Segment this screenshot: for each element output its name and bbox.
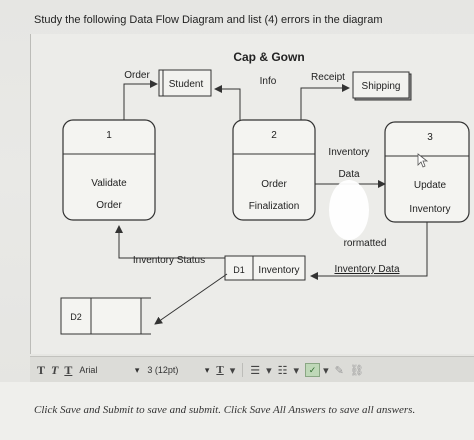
flow-receipt-line — [300, 84, 350, 120]
footer-instructions: Click Save and Submit to save and submit… — [34, 404, 416, 416]
font-size-value: 3 (12pt) — [147, 365, 179, 375]
font-size-select[interactable]: 3 (12pt) ▾ — [143, 362, 213, 378]
text-color-button[interactable]: T — [216, 364, 224, 376]
process-2-line1: Order — [261, 179, 287, 190]
process-1-box — [62, 119, 156, 221]
process-2-box — [232, 119, 316, 221]
process-1-line2: Order — [96, 200, 122, 211]
flow-info-line — [214, 85, 241, 120]
student-entity-box — [158, 69, 212, 97]
flow-inventory-status-label: Inventory Status — [133, 255, 205, 266]
flow-inventory-data-line — [310, 222, 428, 280]
question-prompt: Study the following Data Flow Diagram an… — [34, 14, 383, 26]
bold-button[interactable]: T — [37, 362, 46, 377]
toolbar-divider — [242, 363, 244, 377]
flow-inventory-status-line — [115, 225, 225, 259]
diagram-title: Cap & Gown — [233, 50, 304, 64]
flow-order-label: Order — [124, 70, 150, 81]
process-1-number: 1 — [106, 130, 112, 141]
student-entity-label: Student — [169, 79, 204, 90]
italic-button[interactable]: T — [51, 362, 59, 377]
bullet-list-icon[interactable]: ☰ — [250, 364, 261, 377]
glare-overlay — [329, 180, 369, 240]
editor-toolbar: T T T Arial ▾ 3 (12pt) ▾ T ▾ ☰ ▾ ☷ ▾ ✓ ▾… — [30, 356, 474, 384]
flow-inventory-data-upper-label-2: Data — [338, 169, 360, 180]
chevron-down-icon[interactable]: ▾ — [323, 364, 329, 377]
process-3-line2: Inventory — [409, 204, 450, 215]
process-3-line1: Update — [414, 180, 447, 191]
chevron-down-icon[interactable]: ▾ — [229, 364, 236, 377]
data-flow-diagram: Cap & Gown Student Shipping Order Info R… — [60, 50, 470, 335]
shipping-entity-box — [352, 71, 410, 99]
flow-order-line — [123, 80, 158, 120]
font-family-select[interactable]: Arial ▾ — [75, 362, 143, 378]
underline-button[interactable]: T — [64, 362, 73, 377]
chevron-down-icon[interactable]: ▾ — [293, 364, 300, 377]
spellcheck-icon[interactable]: ✓ — [305, 363, 321, 377]
store-d1-id: D1 — [233, 265, 245, 275]
chevron-down-icon: ▾ — [134, 364, 140, 375]
flow-formatted-label: rormatted — [344, 238, 387, 249]
store-d1-box — [224, 255, 306, 281]
footer: Click Save and Submit to save and submit… — [0, 382, 474, 440]
store-d1-name: Inventory — [258, 265, 299, 276]
shipping-entity-label: Shipping — [362, 81, 401, 92]
flow-receipt-label: Receipt — [311, 72, 345, 83]
flow-inventory-data-upper-label-1: Inventory — [328, 147, 369, 158]
font-family-value: Arial — [79, 365, 98, 375]
diagram-canvas: Cap & Gown Student Shipping Order Info R… — [30, 34, 474, 354]
store-d2-box — [60, 297, 142, 335]
process-3-number: 3 — [427, 132, 433, 143]
flow-info-label: Info — [260, 76, 277, 87]
process-1-line1: Validate — [91, 178, 127, 189]
edit-icon[interactable]: ✎ — [334, 364, 344, 377]
chevron-down-icon: ▾ — [204, 364, 210, 375]
process-2-number: 2 — [271, 130, 277, 141]
flow-inventory-data-label: Inventory Data — [334, 264, 399, 275]
mouse-cursor-icon — [417, 153, 429, 168]
numbered-list-icon[interactable]: ☷ — [277, 364, 288, 377]
link-icon[interactable]: ⛓ — [349, 364, 364, 377]
process-2-line2: Finalization — [249, 201, 300, 212]
flow-d1-to-d2-line — [154, 273, 228, 325]
store-d2-id: D2 — [70, 312, 82, 322]
chevron-down-icon[interactable]: ▾ — [266, 364, 272, 377]
